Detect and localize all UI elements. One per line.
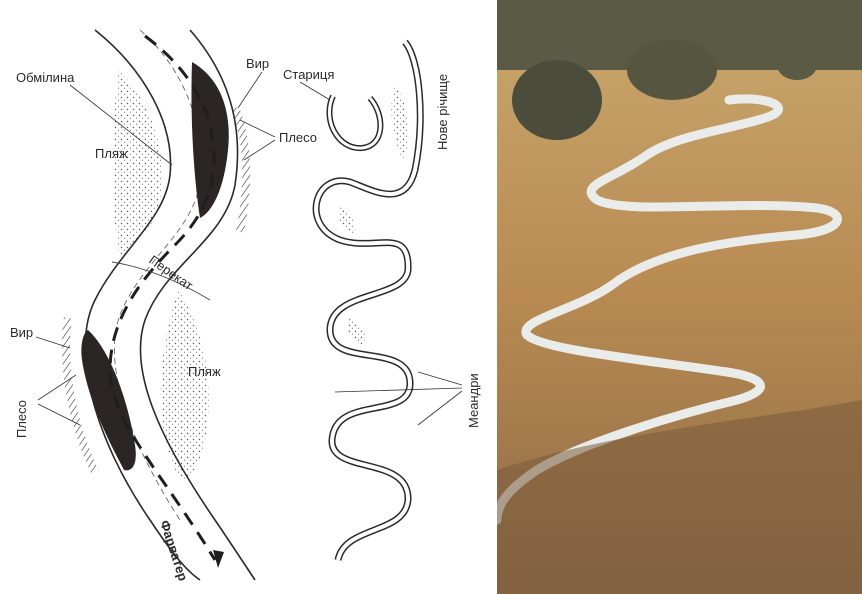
label-oxbow: Стариця xyxy=(283,67,334,82)
tree-left xyxy=(512,60,602,140)
label-shoal: Обмілина xyxy=(16,70,75,85)
tree-right xyxy=(777,50,817,80)
label-reach-top: Плесо xyxy=(279,130,317,145)
label-pool-bottom: Вир xyxy=(10,325,33,340)
label-beach-bottom: Пляж xyxy=(188,364,221,379)
label-reach-bottom: Плесо xyxy=(14,400,29,438)
label-beach-top: Пляж xyxy=(95,146,128,161)
meandering-river-photo xyxy=(497,0,862,594)
label-pool-top: Вир xyxy=(246,56,269,71)
photo-illustration xyxy=(497,0,862,594)
label-new-channel: Нове річище xyxy=(435,74,450,150)
label-meanders: Меандри xyxy=(466,373,481,428)
river-diagram: Обмілина Вир Стариця Плесо Пляж Перекат … xyxy=(0,0,497,594)
tree-center xyxy=(627,40,717,100)
